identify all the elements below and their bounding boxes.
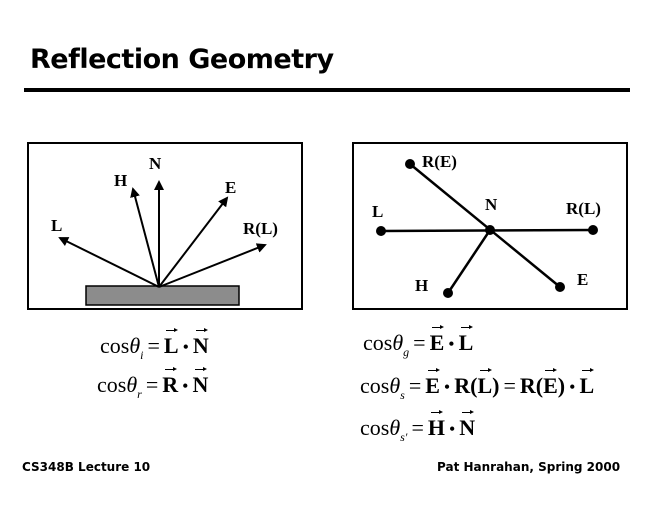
- theta-symbol: θ: [389, 373, 401, 398]
- equals-sign: =: [408, 373, 422, 398]
- cos-text: cos: [360, 415, 390, 440]
- footer-course: CS348B Lecture 10: [22, 460, 151, 474]
- equals-sign: =: [413, 330, 426, 355]
- subscript: s′: [400, 430, 408, 444]
- vector-L: L: [579, 368, 595, 398]
- point-RL: [588, 225, 598, 235]
- vector-L: L: [458, 325, 474, 355]
- label-E: E: [577, 270, 588, 289]
- theta-symbol: θ: [129, 333, 141, 358]
- reflect-open: R(: [454, 373, 478, 398]
- theta-symbol: θ: [389, 415, 401, 440]
- point-H: [443, 288, 453, 298]
- equation-cos-theta-g: cosθg=E•L: [363, 325, 474, 360]
- equals-sign: =: [411, 415, 424, 440]
- vector-H: H: [427, 410, 445, 440]
- point-N: [485, 225, 495, 235]
- equals-sign: =: [147, 333, 160, 358]
- reflect-close: ): [557, 373, 566, 398]
- label-RE: R(E): [422, 152, 457, 171]
- cos-text: cos: [363, 330, 393, 355]
- diagram-frame: [27, 142, 303, 310]
- cos-text: cos: [97, 372, 127, 397]
- point-RE: [405, 159, 415, 169]
- segment-N-H: [446, 229, 492, 294]
- cos-text: cos: [100, 333, 130, 358]
- label-E: E: [225, 178, 236, 197]
- point-E: [555, 282, 565, 292]
- subscript: i: [140, 348, 144, 362]
- theta-symbol: θ: [126, 372, 138, 397]
- subscript: r: [137, 387, 142, 401]
- dot-operator: •: [443, 377, 451, 397]
- vector-L: [58, 237, 160, 288]
- subscript: s: [400, 388, 405, 402]
- label-L: L: [51, 216, 62, 235]
- vector-E: E: [425, 368, 440, 398]
- reflection-vectors-diagram: L H N E R(L): [27, 142, 303, 310]
- label-N: N: [149, 154, 162, 173]
- footer-author: Pat Hanrahan, Spring 2000: [437, 460, 621, 474]
- point-L: [376, 226, 386, 236]
- label-H: H: [114, 171, 127, 190]
- vector-N: N: [459, 410, 476, 440]
- vector-E: E: [429, 325, 445, 355]
- label-H: H: [415, 276, 428, 295]
- dot-operator: •: [182, 376, 189, 396]
- label-RL: R(L): [566, 199, 601, 218]
- subscript: g: [403, 345, 410, 359]
- label-RL: R(L): [243, 219, 278, 238]
- reflect-close: ): [492, 373, 500, 398]
- theta-symbol: θ: [392, 330, 404, 355]
- dot-operator: •: [448, 419, 456, 439]
- slide-title: Reflection Geometry: [30, 44, 334, 75]
- vector-E: [158, 196, 229, 288]
- vector-N: N: [192, 367, 209, 397]
- vector-H: [130, 187, 160, 288]
- vector-R: R: [162, 367, 179, 397]
- dot-operator: •: [569, 377, 576, 397]
- vector-L: L: [163, 328, 179, 358]
- equation-cos-theta-r: cosθr=R•N: [97, 367, 209, 402]
- title-divider: [24, 88, 630, 92]
- surface: [85, 285, 240, 306]
- vector-RL: [158, 243, 267, 288]
- reflect-open: R(: [519, 373, 544, 398]
- vector-L: L: [477, 368, 493, 398]
- dot-operator: •: [448, 334, 455, 354]
- equation-cos-theta-s: cosθs=E•R(L)=R(E)•L: [360, 368, 595, 403]
- equals-sign: =: [145, 372, 159, 397]
- label-N: N: [485, 195, 498, 214]
- equation-cos-theta-i: cosθi=L•N: [100, 328, 209, 363]
- dot-operator: •: [182, 337, 189, 357]
- vector-E: E: [543, 368, 558, 398]
- segment-RE-E: [409, 163, 561, 288]
- vector-N: N: [192, 328, 209, 358]
- cos-text: cos: [360, 373, 390, 398]
- equation-cos-theta-s-prime: cosθs′=H•N: [360, 410, 476, 445]
- equals-sign: =: [503, 373, 516, 398]
- projected-directions-diagram: R(E) L N R(L) H E: [352, 142, 628, 310]
- label-L: L: [372, 202, 383, 221]
